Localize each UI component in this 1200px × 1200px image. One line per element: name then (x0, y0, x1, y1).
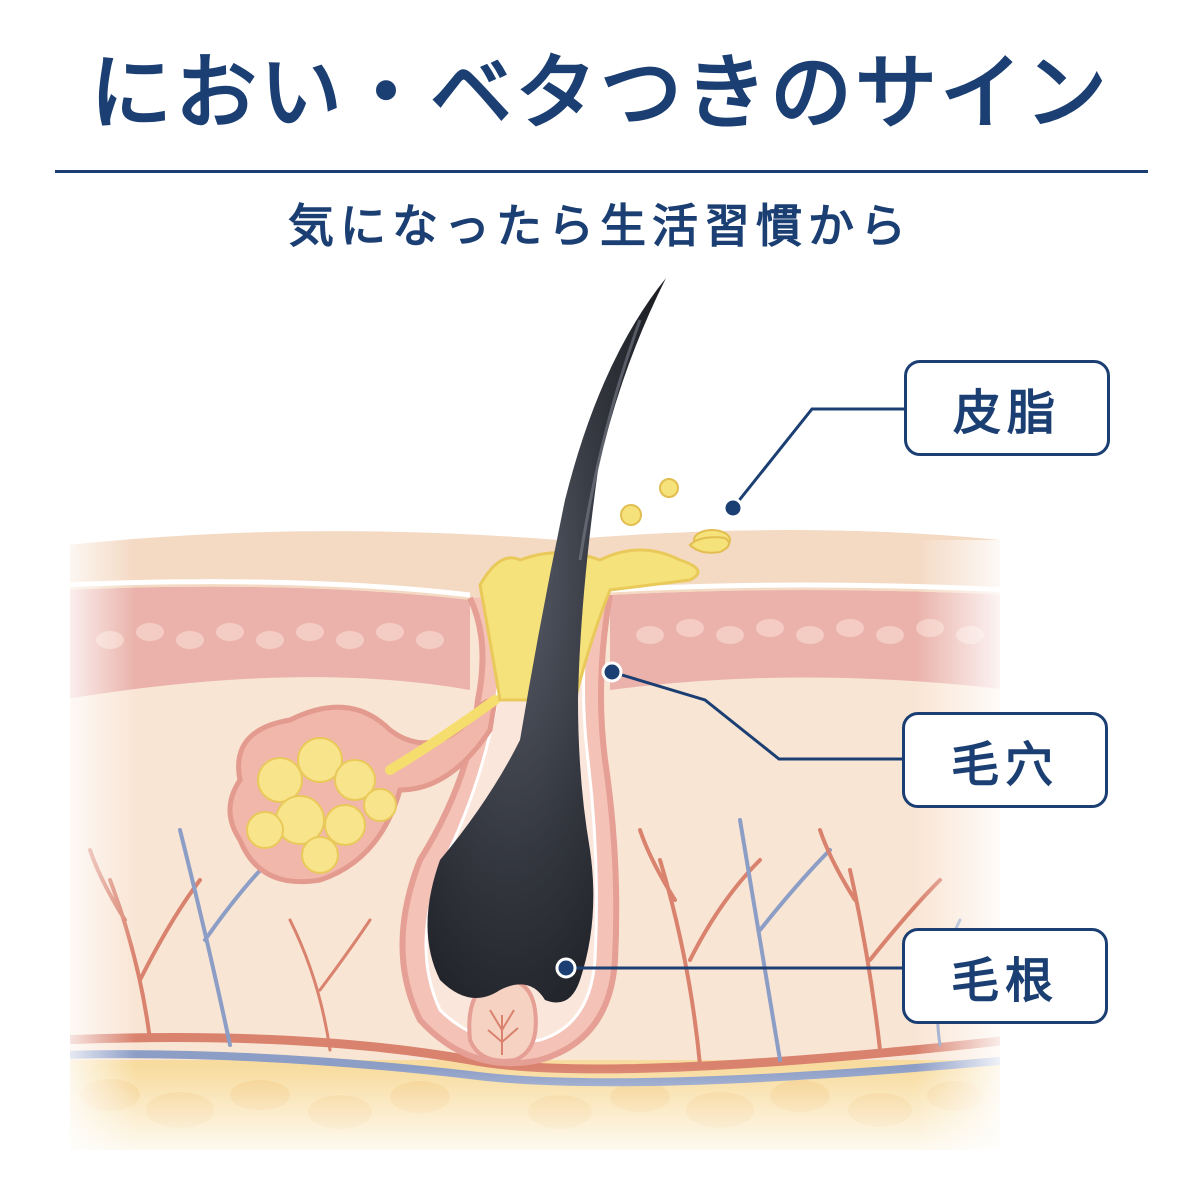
leader-dots (555, 497, 744, 979)
callout-pore: 毛穴 (902, 712, 1108, 808)
callout-sebum: 皮脂 (904, 360, 1110, 456)
hair-shaft (427, 278, 666, 1003)
leader-line-pore (611, 670, 902, 761)
page-title: におい・ベタつきのサイン (89, 46, 1110, 141)
leader-lines (566, 407, 904, 970)
page-subtitle: 気になったら生活習慣から (288, 199, 912, 253)
leader-dot-root (555, 957, 577, 979)
leader-line-sebum (731, 407, 904, 509)
leader-dot-sebum (722, 497, 744, 519)
leader-dot-pore (601, 661, 623, 683)
sebum-droplets (620, 478, 731, 554)
callout-pore-label: 毛穴 (950, 737, 1059, 793)
callout-sebum-label: 皮脂 (952, 385, 1061, 441)
skin-block (70, 530, 1000, 1150)
title-divider (55, 170, 1148, 173)
callout-root: 毛根 (902, 928, 1108, 1024)
callout-root-label: 毛根 (950, 953, 1059, 1009)
